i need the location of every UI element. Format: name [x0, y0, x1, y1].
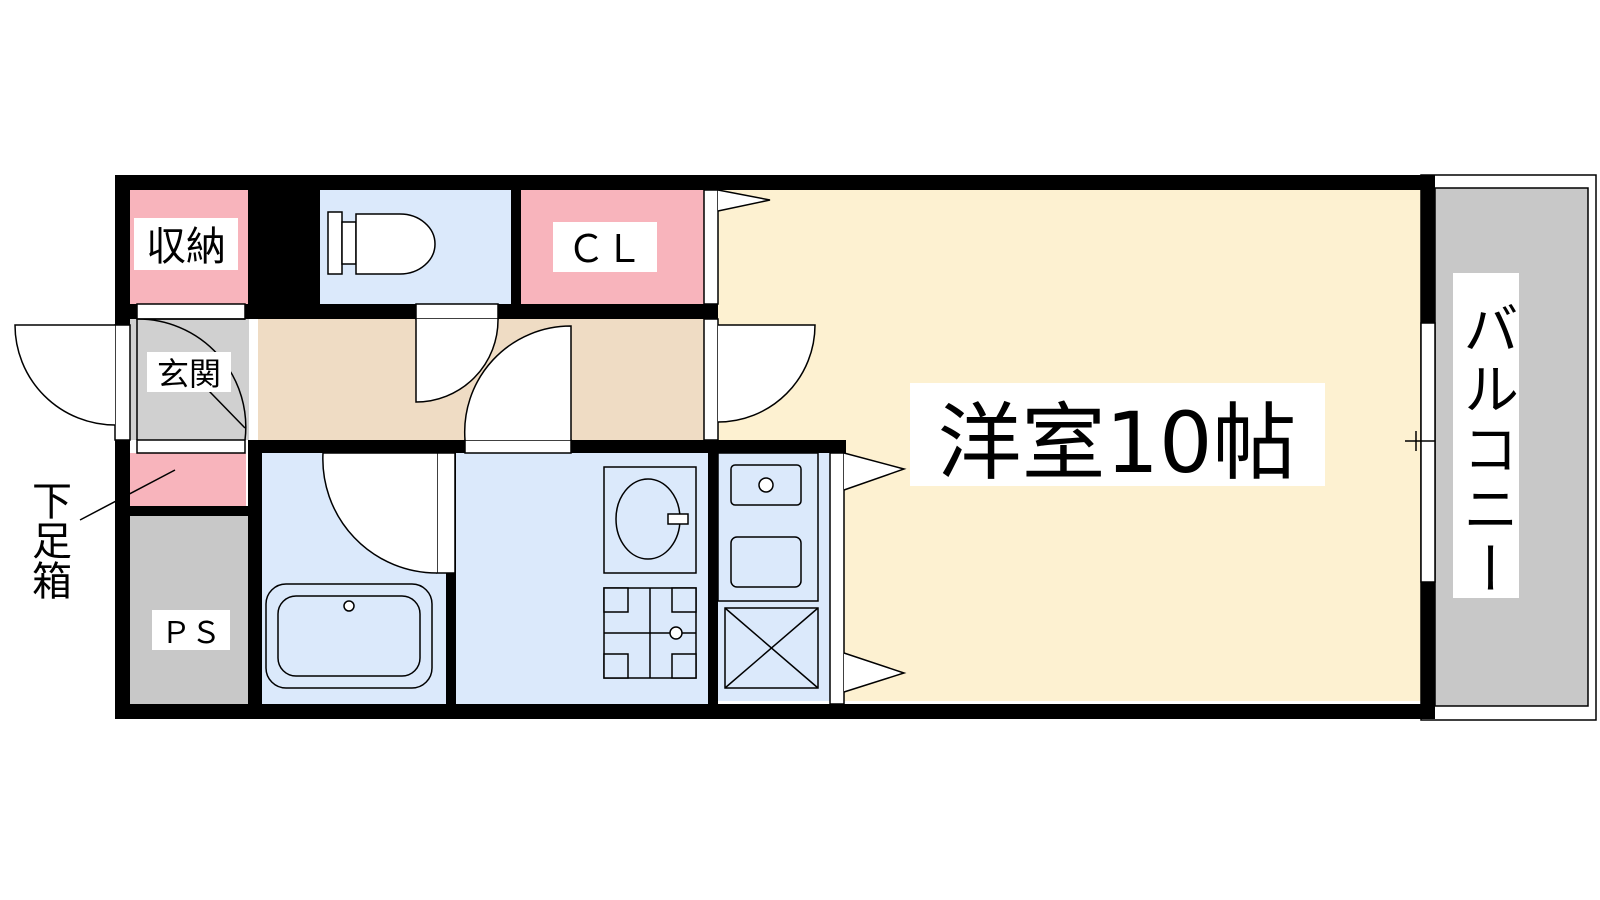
balcony-label-bg [1453, 273, 1519, 598]
wall-wash-right [708, 440, 718, 704]
entrance-top-frame [136, 303, 246, 320]
room-label-bg [910, 383, 1325, 486]
kitchen-sink-icon [730, 536, 802, 588]
wall-ps-right [248, 440, 262, 704]
closet-door-swing [717, 189, 771, 212]
room-door-swing [717, 324, 816, 423]
wall-bottom [115, 704, 1435, 719]
wash-door-swing [463, 325, 572, 441]
storage-label-bg [134, 218, 238, 270]
burner-icon [758, 477, 774, 493]
entrance-label-bg [147, 352, 231, 392]
toilet-bowl-icon [355, 213, 436, 275]
shoe-box-leader [79, 469, 176, 521]
wall-bath-right [446, 453, 456, 704]
wall-shoe-bottom [130, 506, 248, 516]
wall-right-upper [1421, 175, 1435, 323]
washer-corner-1 [603, 587, 629, 613]
washer-corner-3 [603, 653, 629, 679]
bathtub-inner [277, 595, 421, 677]
kitchen-door-swing-bottom [843, 652, 907, 693]
wall-right-lower [1421, 582, 1435, 719]
faucet-icon [667, 513, 689, 525]
door-frames [114, 189, 1436, 705]
ps-label-bg [152, 610, 230, 650]
fixtures [265, 211, 819, 689]
fridge-x-2 [724, 607, 819, 689]
washer-corner-2 [671, 587, 697, 613]
closet-door-frame [703, 189, 719, 305]
wall-top [115, 175, 1435, 190]
kitchen-door-swing-top [843, 452, 907, 491]
ps-label: ＰＳ [161, 616, 221, 651]
bath-door-frame [436, 452, 456, 574]
wash-door-frame [464, 439, 572, 454]
bathtub-drain [343, 600, 355, 612]
entrance-bottom-frame [136, 439, 246, 454]
bath-door-swing [322, 452, 438, 574]
closet-label: ＣＬ [567, 227, 643, 271]
shoe-box-label: 下足箱 [25, 480, 71, 600]
wall-left-lower [115, 440, 130, 719]
front-door-frame [114, 324, 131, 441]
toilet-door-frame [415, 303, 499, 320]
washer-drain [669, 626, 683, 640]
storage-label: 収納 [146, 224, 226, 270]
right-window [1420, 322, 1436, 583]
toilet-tank-inner [341, 221, 357, 265]
room-door-frame [703, 318, 719, 441]
shoe-box-fill [130, 453, 246, 506]
entrance-label: 玄関 [157, 355, 221, 393]
door-swings [14, 189, 907, 693]
front-door-swing [14, 324, 116, 426]
wall-kitchen-right [834, 440, 844, 455]
toilet-door-swing [415, 318, 499, 403]
wall-storage-right [248, 190, 320, 304]
kitchen-partition [829, 452, 845, 705]
wall-left-upper [115, 175, 130, 325]
closet-label-bg [553, 222, 657, 272]
room-label: 洋室10帖 [938, 394, 1297, 492]
wall-toilet-right [511, 190, 521, 304]
toilet-tank [327, 211, 343, 275]
balcony-label: バルコニー [1454, 300, 1519, 600]
washer-corner-4 [671, 653, 697, 679]
